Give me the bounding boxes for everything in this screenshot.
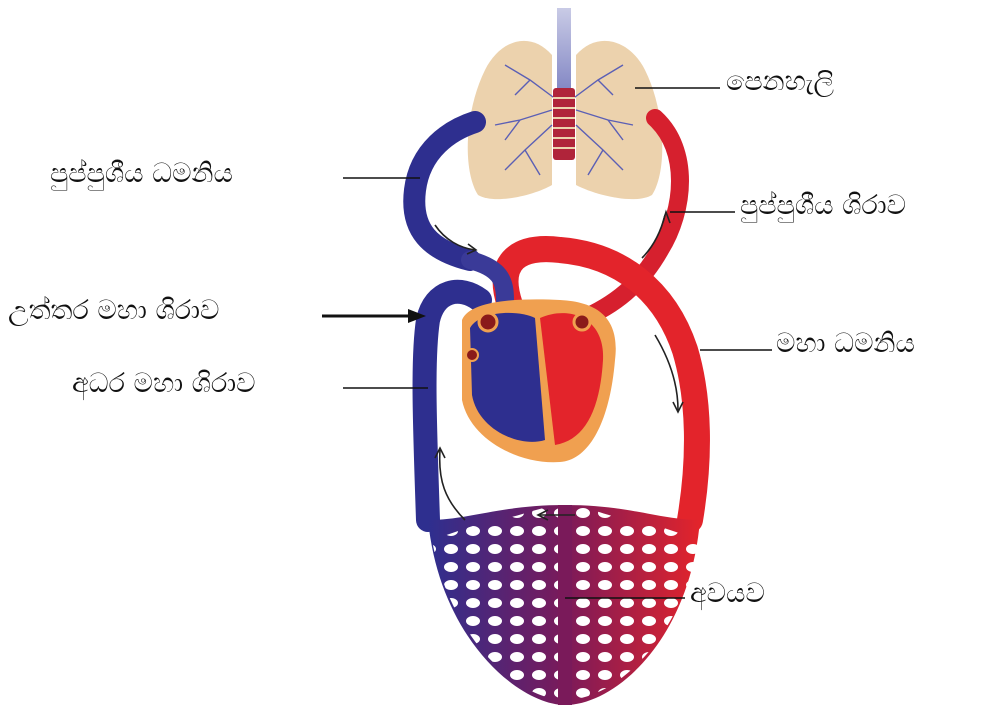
label-inferior-vena-cava: අධර මහා ශිරාව xyxy=(72,368,256,400)
label-aorta: මහා ධමනිය xyxy=(776,328,915,360)
heart xyxy=(462,299,616,462)
label-pulmonary-artery: පුප්පුශීය ධමනිය xyxy=(50,158,233,190)
label-organs: අවයව xyxy=(690,578,765,610)
organ-capillary-network xyxy=(420,500,710,710)
pulmonary-artery-vessel xyxy=(414,122,475,260)
label-lungs: පෙනහැලි xyxy=(726,66,834,98)
label-superior-vena-cava: උත්තර මහා ශිරාව xyxy=(8,295,219,327)
superior-vena-cava-pointer xyxy=(322,309,426,323)
label-pulmonary-vein: පුප්පුශීය ශිරාව xyxy=(740,190,906,222)
lungs xyxy=(468,8,663,199)
